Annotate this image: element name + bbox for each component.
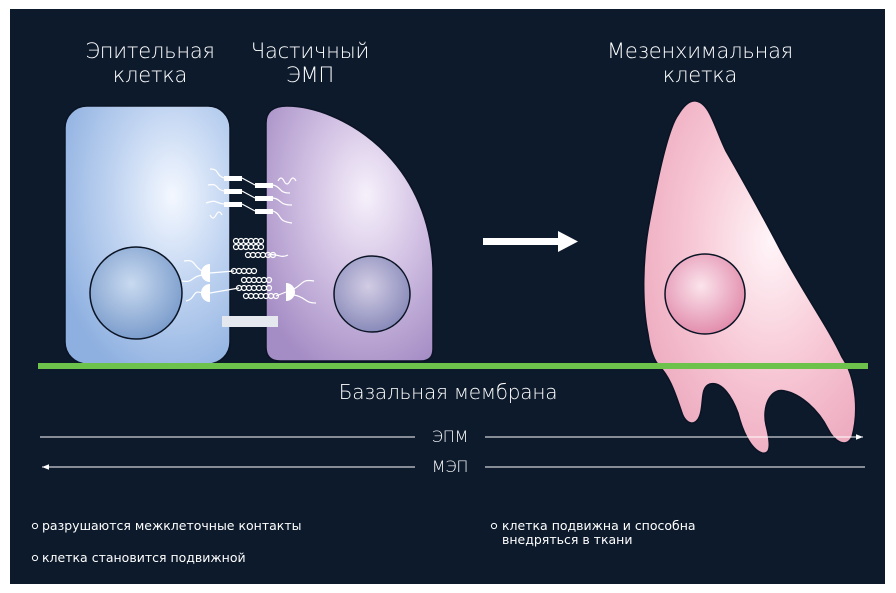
label-forward-transition: ЭПМ: [415, 428, 485, 446]
label-basement-membrane: Базальная мембрана: [328, 381, 568, 403]
partial-nucleus: [334, 256, 410, 332]
epithelial-nucleus: [90, 247, 182, 339]
label-mesenchymal-cell: Мезенхимальная клетка: [600, 39, 800, 87]
transition-arrow: [483, 231, 578, 252]
mesenchymal-cell: [644, 101, 856, 453]
basement-membrane-line: [38, 363, 868, 369]
bullet-icon: [491, 523, 496, 528]
partial-emt-cell: [266, 106, 433, 361]
note-cell-invasive: клетка подвижна и способна внедряться в …: [502, 519, 832, 547]
diagram-artwork: [10, 9, 885, 584]
bullet-icon: [32, 555, 37, 560]
epithelial-cell: [65, 106, 230, 364]
label-partial-emt: Частичный ЭМП: [235, 39, 385, 87]
label-reverse-transition: МЭП: [415, 458, 485, 476]
label-epithelial-cell: Эпительная клетка: [70, 39, 230, 87]
note-junctions-broken: разрушаются межклеточные контакты: [42, 519, 372, 533]
bullet-icon: [32, 523, 37, 528]
mesenchymal-nucleus: [665, 254, 745, 334]
diagram-panel: Эпительная клетка Частичный ЭМП Мезенхим…: [10, 9, 885, 584]
note-cell-becomes-motile: клетка становится подвижной: [42, 551, 372, 565]
